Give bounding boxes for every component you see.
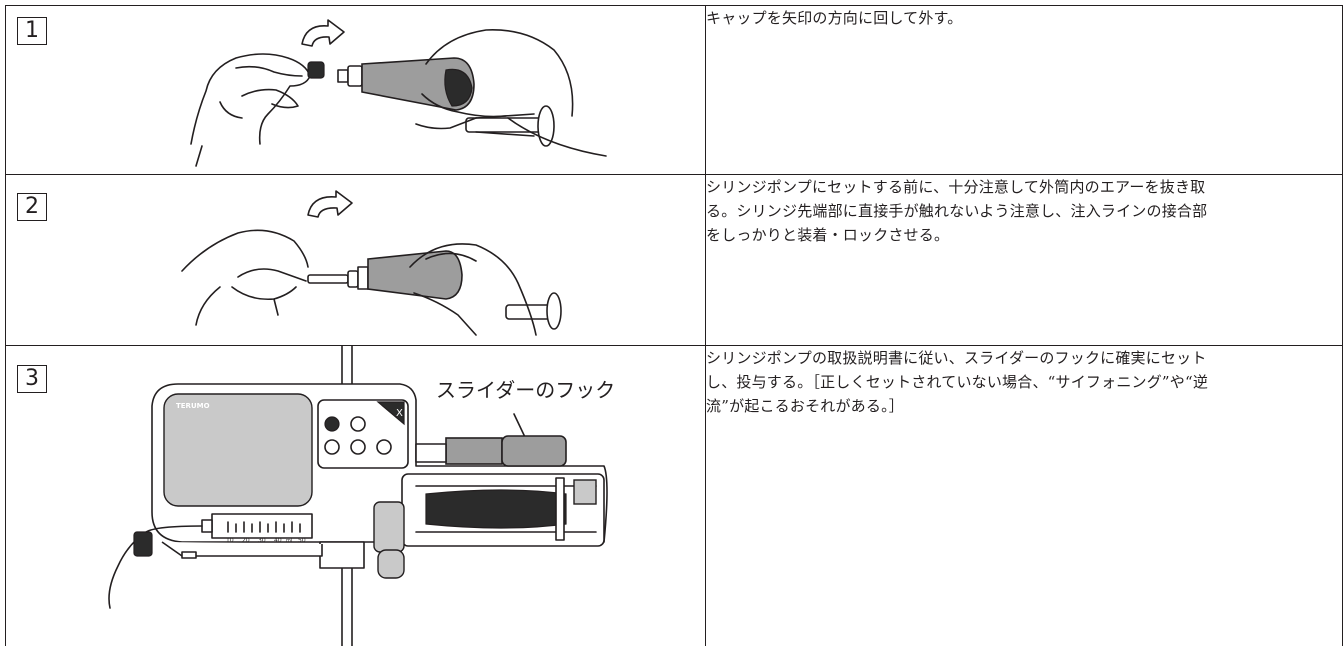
syringe-pump-illustration: TERUMO X bbox=[108, 346, 608, 646]
step-number-3: 3 bbox=[17, 365, 47, 393]
scale-label: 20 bbox=[242, 537, 250, 544]
step-figure-cell: 3 スライダーのフック TERUMO X bbox=[5, 345, 706, 646]
step-number-2: 2 bbox=[17, 193, 47, 221]
pump-button-icon bbox=[350, 416, 366, 432]
uncap-syringe-illustration bbox=[190, 19, 607, 167]
step-number-1: 1 bbox=[17, 17, 47, 45]
pump-button-icon bbox=[324, 439, 340, 455]
step-instruction-cell: キャップを矢印の方向に回して外す。 bbox=[705, 5, 1343, 175]
step-row: 3 スライダーのフック TERUMO X bbox=[5, 345, 1343, 646]
step-instruction-line: キャップを矢印の方向に回して外す。 bbox=[706, 9, 963, 27]
step-instruction-line: る。シリンジ先端部に直接手が触れないよう注意し、注入ラインの接合部 bbox=[706, 202, 1208, 220]
scale-label: 50 bbox=[298, 537, 306, 544]
step-instruction-line: をしっかりと装着・ロックさせる。 bbox=[706, 226, 950, 244]
remove-air-illustration bbox=[181, 190, 562, 336]
pump-button-icon bbox=[350, 439, 366, 455]
rotation-arrow-icon bbox=[307, 190, 353, 218]
procedure-table: 1 bbox=[5, 5, 1343, 646]
step-figure-cell: 2 bbox=[5, 174, 706, 346]
device-key-label: X bbox=[396, 408, 403, 419]
step-row: 1 bbox=[5, 5, 1343, 175]
scale-label: 30 bbox=[258, 537, 266, 544]
step-figure-cell: 1 bbox=[5, 5, 706, 175]
scale-label: mL bbox=[286, 538, 294, 544]
slider-hook-callout: スライダーのフック bbox=[436, 378, 616, 402]
step-instruction-line: シリンジポンプの取扱説明書に従い、スライダーのフックに確実にセット bbox=[706, 349, 1207, 367]
rotation-arrow-icon bbox=[301, 19, 345, 47]
device-brand-label: TERUMO bbox=[176, 402, 210, 410]
step-instruction-line: し、投与する。［正しくセットされていない場合、“サイフォニング”や“逆 bbox=[706, 373, 1209, 391]
scale-label: 10 bbox=[226, 537, 234, 544]
step-instruction-line: シリンジポンプにセットする前に、十分注意して外筒内のエアーを抜き取 bbox=[706, 178, 1206, 196]
syringe-scale-ticks bbox=[227, 521, 301, 533]
step-row: 2 bbox=[5, 174, 1343, 346]
step-instruction-line: 流”が起こるおそれがある。］ bbox=[706, 397, 904, 415]
pump-button-icon bbox=[376, 439, 392, 455]
step-instruction-cell: シリンジポンプにセットする前に、十分注意して外筒内のエアーを抜き取 る。シリンジ… bbox=[705, 174, 1343, 346]
pump-button-icon bbox=[324, 416, 340, 432]
step-instruction-cell: シリンジポンプの取扱説明書に従い、スライダーのフックに確実にセット し、投与する… bbox=[705, 345, 1343, 646]
scale-label: 40 bbox=[274, 537, 282, 544]
